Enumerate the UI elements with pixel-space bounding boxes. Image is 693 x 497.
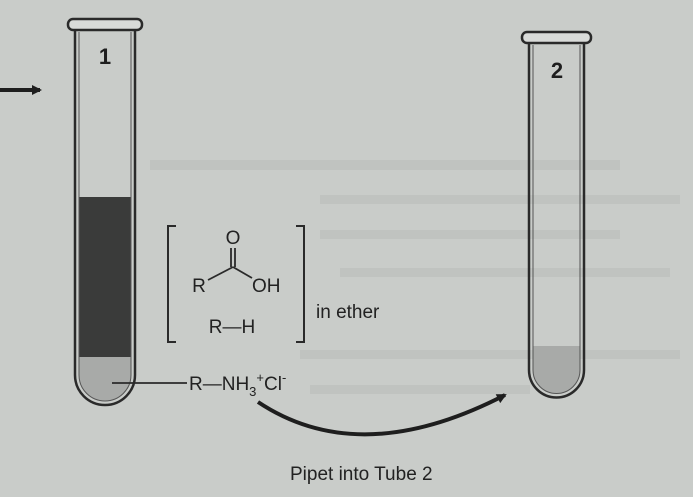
tube-1-number: 1 bbox=[99, 44, 111, 69]
ether-layer bbox=[79, 197, 131, 357]
tube-2-glass bbox=[527, 43, 586, 399]
transfer-arrow bbox=[256, 393, 507, 437]
solvent-label: in ether bbox=[316, 302, 380, 323]
tube-2-rim bbox=[520, 30, 593, 45]
tube-2-liquid bbox=[533, 346, 580, 394]
tube-1-rim bbox=[66, 17, 144, 32]
tube-1-glass bbox=[73, 30, 137, 407]
tube-2: 2 bbox=[520, 30, 593, 399]
tube-2-number: 2 bbox=[551, 58, 563, 83]
tube-2-glass-inner bbox=[532, 45, 581, 394]
background-texture bbox=[150, 160, 680, 394]
ammonium-salt-label: R—NH3+Cl- bbox=[189, 370, 286, 399]
atom-o: O bbox=[226, 228, 241, 249]
atom-r: R bbox=[192, 276, 206, 297]
aqueous-layer bbox=[79, 357, 131, 401]
right-bracket bbox=[296, 225, 305, 343]
left-bracket bbox=[167, 225, 176, 343]
tube-1: 1 bbox=[66, 17, 144, 407]
hydrocarbon-label: R—H bbox=[209, 317, 255, 338]
group-oh: OH bbox=[252, 276, 281, 297]
transfer-label: Pipet into Tube 2 bbox=[290, 464, 433, 485]
carboxylic-acid-structure: O R OH bbox=[192, 228, 280, 297]
mixture-bracket: O R OH R—H bbox=[167, 225, 305, 343]
